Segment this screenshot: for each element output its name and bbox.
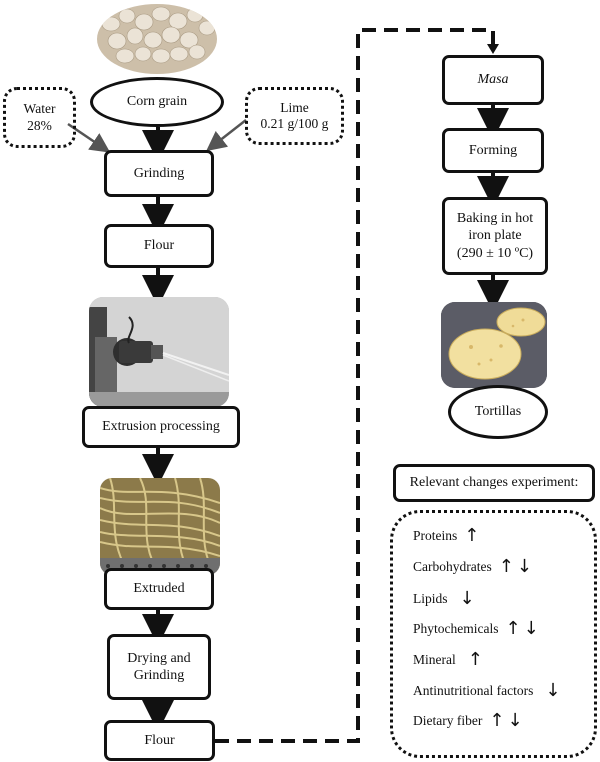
flour-node-2: Flour (104, 720, 215, 761)
extruded-label: Extruded (133, 581, 185, 597)
change-label-lipids: Lipids (413, 591, 448, 606)
up-arrow-icon: ↑ (489, 710, 505, 731)
change-label-antinutritional: Antinutritional factors (413, 683, 534, 698)
masa-node: Masa (442, 55, 544, 105)
down-arrow-icon: ↓ (507, 710, 523, 731)
change-item-mineral: Mineral ↑ (413, 651, 483, 669)
up-arrow-icon: ↑ (498, 556, 514, 577)
change-item-dietary-fiber: Dietary fiber ↑↓ (413, 712, 523, 730)
flour-node-1: Flour (104, 224, 214, 268)
drying-grinding-node: Drying and Grinding (107, 634, 211, 700)
change-label-phytochemicals: Phytochemicals (413, 621, 499, 636)
dashed-connector-arrowhead (487, 44, 499, 54)
baking-label-line2: iron plate (468, 228, 522, 244)
water-label: Water (23, 101, 56, 117)
change-label-carbohydrates: Carbohydrates (413, 559, 492, 574)
grinding-label: Grinding (133, 165, 185, 181)
lime-amount: 0.21 g/100 g (260, 116, 329, 131)
extruded-strands-photo (100, 478, 220, 575)
lime-input-box: Lime 0.21 g/100 g (245, 87, 344, 145)
arrow-lime-input (206, 119, 247, 152)
down-arrow-icon: ↓ (545, 680, 561, 701)
corn-grain-node: Corn grain (90, 77, 224, 127)
extruder-photo (89, 297, 229, 407)
up-arrow-icon: ↑ (464, 525, 480, 546)
extrusion-label: Extrusion processing (102, 419, 220, 435)
flour-1-label: Flour (143, 238, 175, 254)
baking-node: Baking in hot iron plate (290 ± 10 ºC) (442, 197, 548, 275)
down-arrow-icon: ↓ (516, 556, 532, 577)
changes-title-box: Relevant changes experiment: (393, 464, 595, 502)
change-item-phytochemicals: Phytochemicals ↑↓ (413, 620, 539, 638)
dashed-connector (215, 28, 495, 743)
forming-node: Forming (442, 128, 544, 173)
down-arrow-icon: ↓ (459, 588, 475, 609)
change-item-proteins: Proteins ↑ (413, 527, 479, 545)
changes-title: Relevant changes experiment: (409, 475, 579, 491)
grinding-node: Grinding (104, 150, 214, 197)
extruded-node: Extruded (104, 568, 214, 610)
lime-label: Lime (280, 99, 309, 115)
flour-2-label: Flour (144, 732, 175, 748)
change-label-proteins: Proteins (413, 528, 458, 543)
forming-label: Forming (468, 142, 518, 158)
water-input-box: Water 28% (3, 87, 76, 148)
extrusion-processing-node: Extrusion processing (82, 406, 240, 448)
change-item-antinutritional: Antinutritional factors ↓ (413, 682, 560, 700)
drying-label-line1: Drying and (127, 650, 191, 666)
up-arrow-icon: ↑ (505, 618, 521, 639)
baking-label-line3: (290 ± 10 ºC) (456, 245, 534, 261)
baking-label-line1: Baking in hot (456, 210, 534, 226)
corn-grain-photo (97, 4, 217, 74)
change-item-carbohydrates: Carbohydrates ↑↓ (413, 558, 532, 576)
drying-label-line2: Grinding (133, 668, 185, 683)
change-label-dietary-fiber: Dietary fiber (413, 713, 483, 728)
masa-label: Masa (477, 72, 509, 88)
tortillas-node: Tortillas (448, 385, 548, 439)
up-arrow-icon: ↑ (467, 649, 483, 670)
down-arrow-icon: ↓ (523, 618, 539, 639)
change-item-lipids: Lipids ↓ (413, 590, 475, 608)
tortillas-photo (441, 302, 547, 388)
water-amount: 28% (27, 117, 52, 133)
corn-grain-label: Corn grain (126, 94, 188, 109)
changes-list-box (390, 510, 597, 758)
change-label-mineral: Mineral (413, 652, 456, 667)
tortillas-label: Tortillas (474, 404, 522, 419)
